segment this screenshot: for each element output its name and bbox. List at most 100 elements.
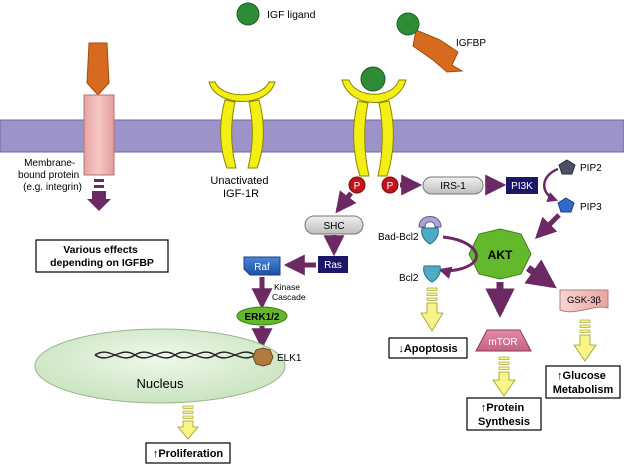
bad-bcl2-cap [418,216,442,228]
membrane-protein-igfbp-cap [86,42,110,96]
akt-label: AKT [488,248,513,262]
outcome-protein-box [466,397,542,431]
membrane-protein-label: Membrane- bound protein (e.g. integrin) [18,158,82,193]
arrow-p-to-shc [335,190,357,214]
outcome-various-line-1: Various effects [63,244,138,256]
membrane-protein-label-line-2: bound protein [18,170,79,181]
igfbp-label: IGFBP [456,38,486,49]
ligand-legend-label: IGF ligand [267,9,316,21]
kinase-cascade-label: Kinase Cascade [272,282,306,302]
activated-receptor: P P [341,66,407,194]
outcome-proliferation-box [145,442,231,464]
glucose-stripe-2 [579,324,591,328]
proliferation-stripe-2 [182,410,194,414]
phospho-left-icon [348,176,366,194]
unactivated-receptor-label: Unactivated IGF-1R [210,175,271,200]
outcome-apoptosis-label: ↓Apoptosis [398,343,457,355]
bad-bcl2-complex: Bad-Bcl2 [378,216,442,245]
dna-strand-2 [94,351,256,359]
protein-stripe-2 [498,361,510,365]
outcome-protein-line-2: Synthesis [478,416,530,428]
ligand-legend-icon [236,2,260,26]
bcl2-icon [423,265,441,283]
unactivated-receptor-cup [208,81,276,102]
pi3k-node [506,177,538,194]
arrow-akt-to-gsk [524,259,557,289]
protein-stripe-3 [498,366,510,370]
raf-node [243,256,281,276]
outcome-various-effects: Various effects depending on IGFBP [35,239,169,273]
ras-node [318,256,348,273]
irs1-label: IRS-1 [440,181,466,192]
yellow-arrow-protein [492,356,516,397]
akt-node [468,228,532,280]
outcome-protein-label: ↑Protein Synthesis [478,402,530,428]
glucose-arrow-head [573,334,597,362]
membrane-protein-body [83,94,115,176]
outcome-proliferation-label: ↑Proliferation [153,448,224,460]
yellow-arrow-apoptosis [420,287,444,332]
outcome-various-box [35,239,169,273]
apoptosis-stripe-3 [426,297,438,301]
proliferation-stripe-1 [182,405,194,409]
mtor-label: mTOR [488,337,517,348]
ras-label: Ras [324,260,342,271]
proliferation-stripe-3 [182,415,194,419]
outcome-glucose-label: ↑Glucose Metabolism [553,370,614,396]
activated-receptor-left-leg [353,100,370,177]
irs1-node [422,176,484,195]
erk-label: ERK1/2 [244,312,279,323]
pip3-label: PIP3 [580,202,602,213]
outcome-glucose-box [545,365,621,399]
unactivated-receptor-line-1: Unactivated [210,175,268,187]
activated-receptor-right-leg [377,100,394,177]
activated-receptor-ligand-icon [360,66,386,92]
igfbp-shape [412,29,464,73]
membrane-protein-label-line-3: (e.g. integrin) [23,182,82,193]
protein-stripe-1 [498,356,510,360]
membrane-protein-down-arrow [87,191,111,211]
pip2-icon [558,159,576,175]
elk1-label: ELK1 [277,353,302,364]
outcome-apoptosis-box [388,337,468,359]
arrow-pip3-to-akt [535,213,561,239]
outcome-protein-line-1: ↑Protein [481,402,525,414]
arrow-pip2-to-pip3 [543,167,559,202]
shc-label: SHC [323,221,344,232]
membrane-bound-protein: Membrane- bound protein (e.g. integrin) [18,42,115,211]
nucleus: ELK1 Nucleus [34,328,302,404]
shc-node [304,215,364,235]
pip3-icon [557,197,575,213]
membrane-protein-dash-1 [94,179,104,182]
mtor-node [475,329,532,352]
phospho-right-icon [381,176,399,194]
kinase-cascade-line-2: Cascade [272,292,306,302]
raf-label: Raf [254,262,270,273]
outcome-various-line-2: depending on IGFBP [50,257,154,269]
gsk3b-label: GSK-3β [567,295,602,306]
unactivated-receptor-left-leg [220,99,237,169]
kinase-cascade-line-1: Kinase [274,282,300,292]
outcome-various-label: Various effects depending on IGFBP [50,244,154,269]
membrane-protein-dash-2 [94,185,104,188]
yellow-arrow-glucose [573,319,597,362]
elk1-icon [252,347,274,367]
bad-bcl2-label: Bad-Bcl2 [378,232,419,243]
gsk3b-node [559,289,609,313]
bad-bcl2-drop [421,227,439,245]
arrow-badbcl2-to-bcl2 [438,235,478,279]
phospho-right-label: P [387,181,394,192]
nucleus-body [34,328,286,404]
erk-node [236,306,288,326]
glucose-stripe-3 [579,329,591,333]
proliferation-arrow-head [177,420,199,440]
pip2-label: PIP2 [580,163,602,174]
apoptosis-stripe-1 [426,287,438,291]
yellow-arrow-proliferation [177,405,199,440]
unactivated-receptor: Unactivated IGF-1R [208,81,276,200]
pi3k-label: PI3K [511,181,533,192]
unactivated-receptor-right-leg [247,99,264,169]
apoptosis-stripe-2 [426,292,438,296]
glucose-stripe-1 [579,319,591,323]
